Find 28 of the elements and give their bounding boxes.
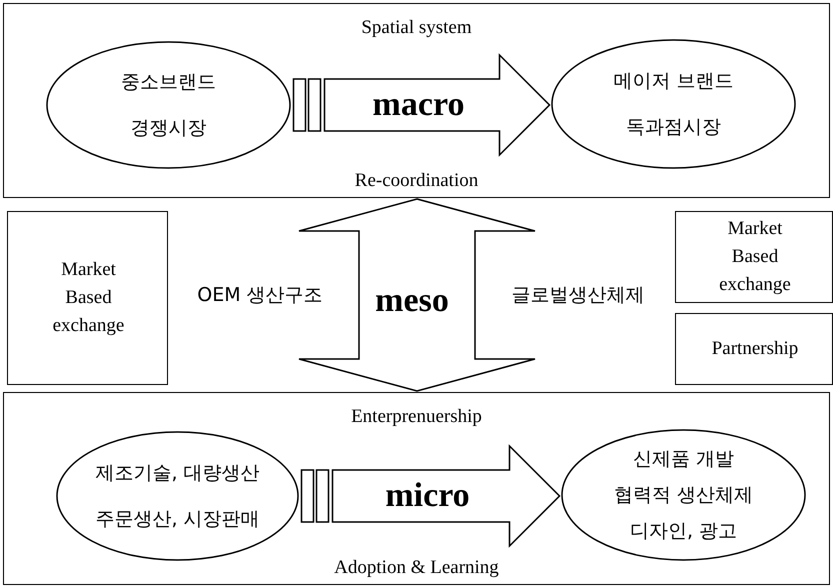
ellipse-label: 주문생산, 시장판매 [94, 507, 261, 532]
box-label: Market Based exchange [718, 217, 792, 297]
panel-heading: Enterprenuership [350, 405, 483, 429]
concept-box [675, 313, 833, 385]
ellipse-label: 메이저 브랜드 [612, 69, 735, 94]
ellipse-label: 협력적 생산체제 [612, 483, 754, 508]
ellipse-label: 경쟁시장 [130, 116, 208, 141]
ellipse-label: 독과점시장 [625, 115, 722, 140]
box-label: Market Based exchange [52, 258, 126, 338]
concept-box [7, 211, 168, 385]
double-block-arrow [298, 198, 536, 392]
side-label: 글로벌생산체제 [512, 283, 644, 308]
ellipse-label: 중소브랜드 [120, 70, 217, 95]
ellipse-node [46, 41, 291, 169]
ellipse-node [56, 431, 299, 561]
ellipse-node [561, 429, 806, 561]
panel-footer: Re-coordination [4, 167, 829, 195]
ellipse-label: 제조기술, 대량생산 [94, 461, 261, 486]
side-label: OEM 생산구조 [197, 283, 323, 308]
ellipse-label: 디자인, 광고 [628, 519, 738, 544]
level-panel [3, 392, 830, 585]
ellipse-node [551, 39, 796, 169]
panel-heading: Spatial system [360, 16, 473, 40]
ellipse-label: 신제품 개발 [632, 447, 736, 472]
concept-box [675, 211, 833, 303]
level-panel [3, 3, 830, 198]
box-label: Partnership [710, 337, 800, 361]
panel-footer: Adoption & Learning [4, 554, 829, 582]
